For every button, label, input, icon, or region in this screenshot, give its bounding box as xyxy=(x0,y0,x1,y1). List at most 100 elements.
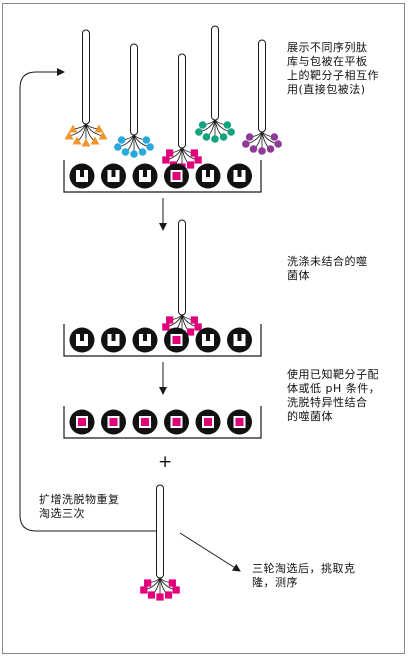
peptide-triangle xyxy=(68,124,78,133)
well xyxy=(195,327,221,353)
peptide-circle xyxy=(114,143,122,151)
bound-peptide xyxy=(172,172,181,180)
phage xyxy=(114,43,154,158)
target-molecule xyxy=(202,334,214,346)
peptide-square xyxy=(166,316,174,324)
phage-body xyxy=(258,39,266,133)
phage xyxy=(242,39,282,155)
peptide-circle xyxy=(117,136,126,144)
peptide-triangle xyxy=(72,136,82,145)
target-molecule xyxy=(139,334,151,346)
well xyxy=(101,327,126,353)
peptide-circle xyxy=(219,133,228,141)
plate-frame xyxy=(63,324,262,357)
step2-bound-phage xyxy=(162,219,202,338)
peptide-circle xyxy=(227,128,235,136)
feedback-loop-arrow xyxy=(19,68,160,532)
plate-3-eluted xyxy=(63,406,262,439)
step5-label: 三轮淘选后，挑取克 隆，测序 xyxy=(252,562,356,589)
plate-frame xyxy=(63,160,262,193)
peptide-circle xyxy=(266,145,275,153)
well xyxy=(69,163,95,189)
peptide-square xyxy=(162,323,170,331)
target-molecule xyxy=(76,170,88,182)
peptide-square xyxy=(164,591,173,599)
well xyxy=(195,163,221,189)
target-molecule xyxy=(76,334,88,346)
peptide-square xyxy=(156,593,164,601)
phage xyxy=(162,219,202,338)
phage xyxy=(195,25,235,143)
plate-frame xyxy=(63,406,262,439)
target-molecule xyxy=(139,170,151,182)
peptide-square xyxy=(172,586,180,594)
bound-peptide xyxy=(172,418,181,426)
phage-body xyxy=(211,25,219,121)
peptide-square xyxy=(162,156,170,164)
phage-body xyxy=(82,29,90,125)
target-molecule xyxy=(202,170,214,182)
peptide-triangle xyxy=(64,131,74,140)
bound-peptide xyxy=(141,418,149,426)
step1-label: 展示不同序列肽 库与包被在平板 上的靶分子相互作 用(直接包被法) xyxy=(287,41,379,96)
peptide-circle xyxy=(223,121,232,129)
phage-body xyxy=(130,43,138,136)
amplified-phage xyxy=(140,484,180,601)
peptide-circle xyxy=(270,133,279,141)
peptide-circle xyxy=(121,148,130,156)
step4-label: 扩增洗脱物重复 淘选三次 xyxy=(39,493,120,520)
peptide-circle xyxy=(202,133,211,141)
target-molecule xyxy=(107,334,120,346)
peptide-circle xyxy=(198,121,207,129)
bound-peptide xyxy=(109,418,118,426)
peptide-triangle xyxy=(81,138,91,147)
peptide-circle xyxy=(146,143,154,151)
peptide-square xyxy=(194,156,202,164)
peptide-triangle xyxy=(90,136,100,145)
arrow-to-sequencing xyxy=(179,532,241,572)
peptide-circle xyxy=(249,145,258,153)
peptide-circle xyxy=(242,140,250,148)
peptide-circle xyxy=(195,128,203,136)
peptide-triangle xyxy=(94,124,104,133)
bound-peptide xyxy=(172,336,181,344)
bound-peptide xyxy=(204,418,212,426)
plate-1-target-coated xyxy=(63,160,262,193)
phage xyxy=(162,53,202,171)
peptide-circle xyxy=(258,147,266,155)
phage-body xyxy=(178,53,186,149)
phage xyxy=(64,29,108,147)
step2-label: 洗涤未结合的噬 菌体 xyxy=(287,255,368,282)
phage-body xyxy=(178,219,186,316)
phage-body xyxy=(156,484,164,579)
peptide-circle xyxy=(130,150,138,158)
figure-frame xyxy=(2,3,405,654)
peptide-square xyxy=(190,149,198,157)
peptide-square xyxy=(147,591,156,599)
phage xyxy=(140,484,180,601)
peptide-square xyxy=(140,586,148,594)
well xyxy=(132,327,158,353)
peptide-square xyxy=(186,328,195,336)
target-molecule xyxy=(107,170,120,182)
peptide-circle xyxy=(245,133,254,141)
bound-peptide xyxy=(78,418,86,426)
peptide-square xyxy=(166,149,174,157)
peptide-square xyxy=(194,323,202,331)
plate-2-washed xyxy=(63,324,262,357)
peptide-circle xyxy=(274,140,282,148)
step3-label: 使用已知靶分子配 体或低 pH 条件， 洗脱特异性结合 的噬菌体 xyxy=(287,368,381,423)
bound-peptide xyxy=(235,418,244,426)
target-molecule xyxy=(233,170,246,182)
peptide-square xyxy=(190,316,198,324)
well xyxy=(101,163,126,189)
well xyxy=(227,163,252,189)
peptide-square xyxy=(168,579,176,587)
target-molecule xyxy=(233,334,246,346)
well xyxy=(132,163,158,189)
step1-phages xyxy=(64,25,282,171)
peptide-square xyxy=(186,161,195,169)
well xyxy=(227,327,252,353)
peptide-circle xyxy=(142,136,151,144)
